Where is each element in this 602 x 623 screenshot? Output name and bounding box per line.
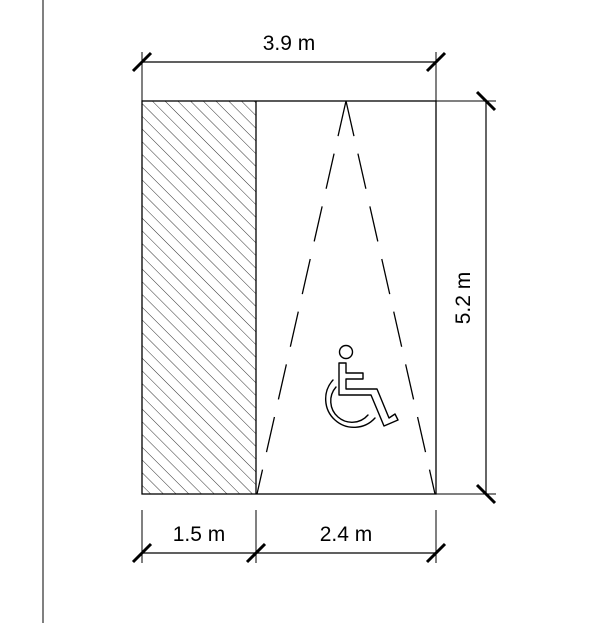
dimension-label-aisle-width: 1.5 m (173, 523, 226, 546)
dimension-label-depth: 5.2 m (452, 272, 475, 325)
dimension-right (436, 90, 497, 505)
dimension-bottom (131, 510, 447, 564)
access-aisle-hatched (142, 101, 256, 494)
dimension-label-space-width: 2.4 m (320, 523, 373, 546)
parking-space-outline (141, 100, 437, 495)
wheelchair-accessible-icon (324, 344, 399, 428)
dimension-label-total-width: 3.9 m (263, 32, 316, 55)
dimension-top (131, 51, 447, 101)
dashed-triangle-guide (256, 100, 436, 495)
